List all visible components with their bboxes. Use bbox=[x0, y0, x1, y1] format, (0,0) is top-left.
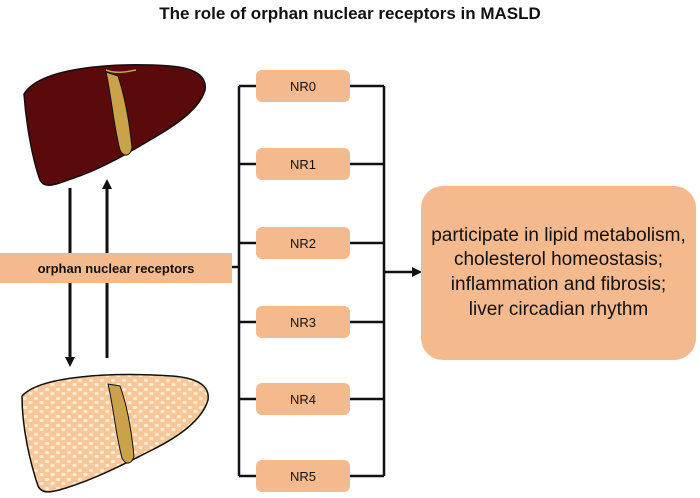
nr-label: NR3 bbox=[290, 315, 316, 330]
nr-box-1: NR1 bbox=[256, 148, 350, 180]
nr-box-2: NR2 bbox=[256, 227, 350, 259]
nr-label: NR5 bbox=[290, 469, 316, 484]
nr-label: NR2 bbox=[290, 236, 316, 251]
page-title: The role of orphan nuclear receptors in … bbox=[159, 4, 541, 23]
center-label: orphan nuclear receptors bbox=[37, 260, 195, 276]
nr-box-5: NR5 bbox=[256, 460, 350, 492]
nr-box-3: NR3 bbox=[256, 306, 350, 338]
nr-label: NR1 bbox=[290, 157, 316, 172]
healthy-liver-icon bbox=[23, 64, 206, 186]
fatty-liver-icon bbox=[21, 373, 209, 493]
center-label-box bbox=[0, 253, 232, 283]
nr-box-0: NR0 bbox=[256, 70, 350, 102]
outcome-text: participate in lipid metabolism, cholest… bbox=[431, 224, 686, 320]
nr-label: NR0 bbox=[290, 79, 316, 94]
nr-box-4: NR4 bbox=[256, 383, 350, 415]
connector-lines bbox=[232, 84, 386, 478]
outcome-box: participate in lipid metabolism, cholest… bbox=[421, 186, 696, 360]
nr-label: NR4 bbox=[290, 392, 316, 407]
